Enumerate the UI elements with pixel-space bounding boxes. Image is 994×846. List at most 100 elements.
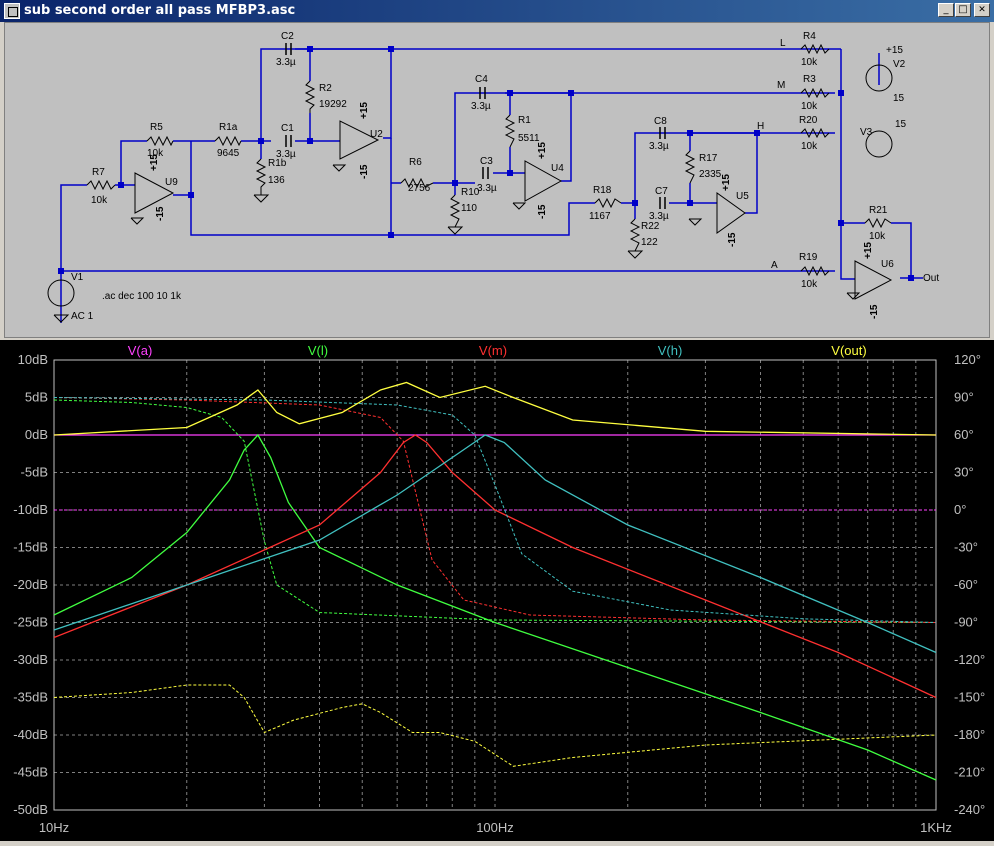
label-c4: C4 bbox=[475, 74, 488, 85]
y-right-tick-label: 120° bbox=[954, 352, 981, 367]
label-c2: C2 bbox=[281, 31, 294, 42]
label-r1a: R1a bbox=[219, 122, 238, 133]
resistor-symbols bbox=[86, 43, 892, 277]
app-icon[interactable] bbox=[4, 3, 20, 19]
label-v3-top: 15 bbox=[895, 119, 907, 130]
y-right-tick-label: -210° bbox=[954, 765, 985, 780]
label-r5: R5 bbox=[150, 122, 163, 133]
legend-item[interactable]: V(l) bbox=[308, 343, 328, 358]
y-right-tick-label: -60° bbox=[954, 577, 978, 592]
x-tick-label: 1KHz bbox=[920, 820, 952, 835]
net-h: H bbox=[757, 121, 764, 132]
trace-magnitude-V(m) bbox=[53, 434, 937, 699]
u9-pos-supply: +15 bbox=[149, 154, 160, 171]
y-left-tick-label: -40dB bbox=[13, 727, 48, 742]
label-u4: U4 bbox=[551, 163, 564, 174]
label-r22-value: 122 bbox=[641, 237, 658, 248]
title-bar: sub second order all pass MFBP3.asc _ □ … bbox=[0, 0, 994, 22]
label-c4-value: 3.3µ bbox=[471, 101, 491, 112]
y-left-tick-label: 10dB bbox=[18, 352, 48, 367]
u5-pos-supply: +15 bbox=[721, 174, 732, 191]
u4-pos-supply: +15 bbox=[537, 142, 548, 159]
net-out: Out bbox=[923, 273, 939, 284]
bode-plot[interactable]: 10dB5dB0dB-5dB-10dB-15dB-20dB-25dB-30dB-… bbox=[0, 340, 994, 841]
y-left-tick-label: -50dB bbox=[13, 802, 48, 817]
label-r1b-value: 136 bbox=[268, 175, 285, 186]
u4-neg-supply: -15 bbox=[537, 204, 548, 219]
label-v2-value: 15 bbox=[893, 93, 905, 104]
trace-phase-V(m) bbox=[53, 397, 937, 623]
label-r18: R18 bbox=[593, 185, 612, 196]
y-right-tick-label: -180° bbox=[954, 727, 985, 742]
y-left-tick-label: -35dB bbox=[13, 690, 48, 705]
label-r2-value: 19292 bbox=[319, 99, 347, 110]
minimize-button[interactable]: _ bbox=[938, 3, 954, 17]
label-r10-value: 110 bbox=[461, 203, 477, 214]
component-labels: R5 10k R7 10k R1a 9645 R1b 136 C2 3.3µ R… bbox=[71, 31, 939, 322]
u6-pos-supply: +15 bbox=[863, 242, 874, 259]
schematic-pane[interactable]: R5 10k R7 10k R1a 9645 R1b 136 C2 3.3µ R… bbox=[4, 22, 990, 338]
label-r6-value: 2756 bbox=[408, 183, 431, 194]
label-r7-value: 10k bbox=[91, 195, 108, 206]
label-r5-value: 10k bbox=[147, 148, 164, 159]
close-button[interactable]: ✕ bbox=[974, 3, 990, 17]
label-r20: R20 bbox=[799, 115, 818, 126]
schematic-wires bbox=[60, 48, 923, 323]
maximize-button[interactable]: □ bbox=[955, 3, 971, 17]
u9-neg-supply: -15 bbox=[155, 206, 166, 221]
trace-magnitude-V(l) bbox=[53, 433, 937, 781]
trace-legend[interactable]: V(a) V(l) V(m) V(h) V(out) bbox=[128, 343, 867, 358]
label-r1a-value: 9645 bbox=[217, 148, 240, 159]
label-c7: C7 bbox=[655, 186, 668, 197]
y-left-tick-label: -5dB bbox=[21, 465, 48, 480]
trace-phase-V(l) bbox=[53, 399, 937, 623]
net-l: L bbox=[780, 38, 786, 49]
legend-item[interactable]: V(out) bbox=[831, 343, 866, 358]
label-r1: R1 bbox=[518, 115, 531, 126]
legend-item[interactable]: V(m) bbox=[479, 343, 507, 358]
label-r2: R2 bbox=[319, 83, 332, 94]
label-v2: V2 bbox=[893, 59, 906, 70]
plot-traces bbox=[53, 381, 937, 781]
label-u9: U9 bbox=[165, 177, 178, 188]
y-left-tick-label: -10dB bbox=[13, 502, 48, 517]
label-r6: R6 bbox=[409, 157, 422, 168]
y-left-tick-label: -25dB bbox=[13, 615, 48, 630]
y-left-tick-label: 0dB bbox=[25, 427, 48, 442]
trace-phase-V(out) bbox=[53, 684, 937, 767]
label-r19: R19 bbox=[799, 252, 818, 263]
legend-item[interactable]: V(a) bbox=[128, 343, 153, 358]
label-v1: V1 bbox=[71, 272, 84, 283]
net-m: M bbox=[777, 80, 785, 91]
y-left-tick-label: -15dB bbox=[13, 540, 48, 555]
label-v3: V3 bbox=[860, 127, 873, 138]
supply-labels: +15 -15 +15 -15 +15 -15 +15 -15 +15 -15 bbox=[149, 102, 880, 319]
label-c1-value: 3.3µ bbox=[276, 149, 296, 160]
label-r21: R21 bbox=[869, 205, 888, 216]
label-c1: C1 bbox=[281, 123, 294, 134]
label-v1-value: AC 1 bbox=[71, 311, 94, 322]
y-left-tick-label: 5dB bbox=[25, 390, 48, 405]
schematic-junctions bbox=[58, 46, 914, 281]
legend-item[interactable]: V(h) bbox=[658, 343, 683, 358]
y-right-tick-label: -150° bbox=[954, 690, 985, 705]
net-a: A bbox=[771, 260, 778, 271]
label-c7-value: 3.3µ bbox=[649, 211, 669, 222]
trace-magnitude-V(out) bbox=[53, 381, 937, 436]
y-left-tick-label: -30dB bbox=[13, 652, 48, 667]
label-r17: R17 bbox=[699, 153, 718, 164]
label-c2-value: 3.3µ bbox=[276, 57, 296, 68]
label-r17-value: 2335 bbox=[699, 169, 722, 180]
y-right-tick-label: 60° bbox=[954, 427, 974, 442]
trace-magnitude-V(h) bbox=[53, 434, 937, 654]
y-right-tick-label: -240° bbox=[954, 802, 985, 817]
spice-directive: .ac dec 100 10 1k bbox=[102, 291, 182, 302]
y-right-tick-label: -120° bbox=[954, 652, 985, 667]
label-c8-value: 3.3µ bbox=[649, 141, 669, 152]
label-v2-plus: +15 bbox=[886, 45, 903, 56]
label-c3-value: 3.3µ bbox=[477, 183, 497, 194]
label-u6: U6 bbox=[881, 259, 894, 270]
schematic-canvas[interactable]: R5 10k R7 10k R1a 9645 R1b 136 C2 3.3µ R… bbox=[5, 23, 989, 337]
